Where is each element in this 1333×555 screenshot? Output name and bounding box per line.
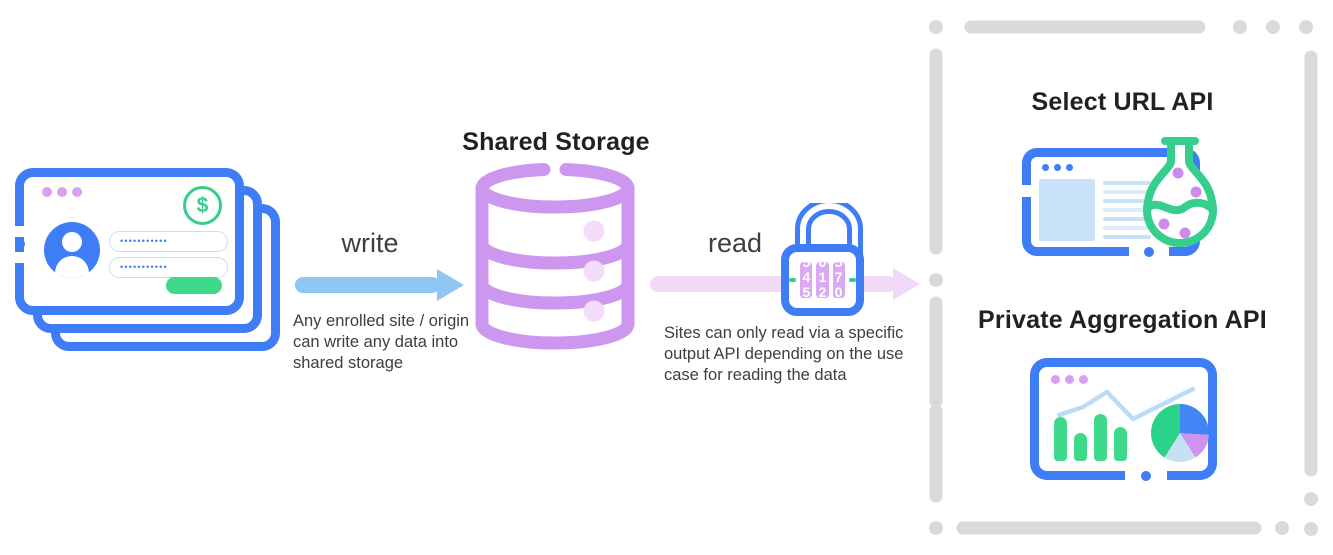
window-dots (1042, 164, 1073, 171)
lock-dial-1: 5 4 5 (800, 262, 813, 298)
bar-chart-bar (1054, 417, 1067, 461)
read-arrow-head (893, 268, 920, 300)
select-url-api-title: Select URL API (1031, 88, 1214, 116)
lock-shackle (795, 203, 863, 255)
submit-button-shape (166, 277, 222, 294)
content-block (1039, 179, 1095, 241)
window-dot (1066, 164, 1073, 171)
bar-chart-bar (1114, 427, 1127, 461)
read-description: Sites can only read via a specific outpu… (664, 324, 904, 384)
write-arrow-head (437, 269, 464, 301)
flask-icon (1143, 137, 1217, 248)
password-field-2: ••••••••••• (109, 257, 228, 278)
private-aggregation-window-icon (1030, 358, 1217, 481)
read-label: read (707, 228, 763, 258)
border-dot (14, 239, 25, 249)
lock-dial-3: 5 7 0 (832, 262, 845, 298)
window-dot (1054, 164, 1061, 171)
dial-dash-left (789, 277, 797, 283)
write-arrow (295, 277, 440, 293)
write-label: write (341, 228, 399, 258)
write-description: Any enrolled site / origin can write any… (293, 312, 470, 372)
pie-chart-icon (1151, 404, 1209, 462)
lock-dial-2: 0 1 2 (816, 262, 829, 298)
shared-storage-title: Shared Storage (462, 128, 650, 156)
database-icon (475, 163, 635, 350)
bar-chart-bar (1094, 414, 1107, 461)
private-aggregation-api-title: Private Aggregation API (978, 306, 1267, 334)
bar-chart-bar (1074, 433, 1087, 461)
site-card-front: $ ••••••••••• ••••••••••• (14, 168, 244, 315)
password-field-1: ••••••••••• (109, 231, 228, 252)
window-dot (1042, 164, 1049, 171)
border-dot (1141, 470, 1151, 481)
window-dot (72, 187, 82, 197)
window-dots (1051, 375, 1088, 384)
window-dot (1065, 375, 1074, 384)
dollar-icon: $ (183, 186, 222, 225)
line-chart-icon (1056, 386, 1196, 422)
user-avatar-icon (44, 222, 100, 278)
enrolled-sites-icon: $ ••••••••••• ••••••••••• (14, 168, 298, 360)
window-dot (1079, 375, 1088, 384)
dial-dash-right (848, 277, 856, 283)
window-dot (42, 187, 52, 197)
combination-lock-icon: 5 4 5 0 1 2 5 7 0 (781, 244, 864, 316)
window-dots (42, 187, 82, 197)
window-dot (57, 187, 67, 197)
border-dot (1144, 246, 1154, 257)
window-dot (1051, 375, 1060, 384)
